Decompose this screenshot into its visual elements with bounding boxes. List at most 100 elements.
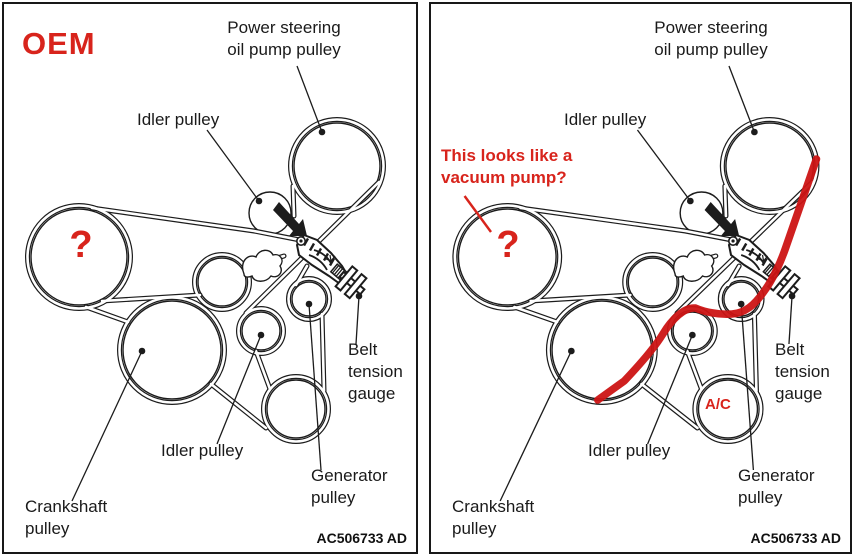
leader-dot bbox=[355, 292, 363, 300]
belt-span bbox=[320, 312, 326, 393]
belt-span bbox=[90, 206, 302, 242]
generator-pulley bbox=[291, 281, 327, 317]
unknown-pulley-question-mark: ? bbox=[496, 224, 520, 266]
belt-wrap bbox=[26, 204, 132, 310]
pointer-arrow-icon bbox=[273, 202, 307, 236]
annotated-diagram-panel: Power steering oil pump pulley Idler pul… bbox=[429, 2, 852, 554]
belt-wrap bbox=[693, 375, 763, 443]
bolt-sparkle bbox=[330, 255, 336, 262]
belt-wrap bbox=[193, 253, 251, 311]
vacuum-pump-pulley bbox=[457, 208, 557, 306]
label-pointer-lines bbox=[71, 65, 363, 502]
ac-compressor-pulley bbox=[266, 379, 326, 439]
idler-top-label: Idler pulley bbox=[564, 110, 647, 129]
highlighted-belt-path bbox=[593, 155, 821, 404]
leader-line bbox=[647, 334, 693, 445]
leader-line bbox=[788, 295, 793, 345]
belt-span bbox=[519, 206, 734, 242]
oem-diagram-panel: OEM Power steering oil pump pulley Idler… bbox=[2, 2, 418, 554]
bolt-sparkle bbox=[329, 254, 332, 262]
generator-label: Generator pulley bbox=[738, 466, 815, 508]
leader-dot bbox=[751, 128, 758, 136]
thread-line bbox=[764, 265, 772, 274]
bolt-sparkle bbox=[761, 254, 765, 262]
pointer-arrow-icon bbox=[704, 202, 740, 236]
unknown-pulley-question-mark: ? bbox=[69, 224, 93, 266]
leader-dot bbox=[567, 347, 575, 355]
bracket-serration bbox=[741, 242, 748, 252]
belt-wrap bbox=[289, 118, 385, 214]
leader-dot bbox=[305, 300, 313, 308]
belt-diagram-annotated bbox=[452, 65, 821, 502]
bracket-slot bbox=[740, 254, 761, 271]
belt-span bbox=[294, 264, 309, 287]
leader-line bbox=[216, 334, 262, 445]
idler-top-label: Idler pulley bbox=[137, 110, 220, 129]
idler-bottom-label: Idler pulley bbox=[588, 441, 671, 460]
leader-dot bbox=[686, 197, 694, 205]
bracket-slot bbox=[746, 249, 765, 264]
vacuum-note-pointer-line bbox=[463, 195, 492, 233]
crankshaft-pulley bbox=[551, 300, 653, 400]
belt-wrap bbox=[623, 253, 682, 311]
leader-line bbox=[740, 303, 755, 471]
belt-span bbox=[529, 293, 632, 303]
belt-tension-gauge-label: Belt tension gauge bbox=[775, 340, 830, 404]
leader-dot bbox=[737, 300, 745, 308]
belt-span bbox=[291, 184, 296, 218]
crankshaft-label: Crankshaft pulley bbox=[25, 497, 108, 539]
thread-line bbox=[333, 266, 342, 276]
belt-span bbox=[209, 382, 268, 430]
bracket-serration bbox=[761, 257, 768, 267]
unlabeled-pulley bbox=[197, 257, 247, 307]
leader-dot bbox=[138, 347, 146, 355]
belt-wrap bbox=[453, 204, 561, 310]
belt-wrap bbox=[237, 307, 285, 355]
bracket-slot bbox=[308, 254, 328, 271]
leader-line bbox=[296, 65, 323, 133]
thread-line bbox=[331, 265, 340, 274]
unlabeled-pulley bbox=[627, 257, 678, 307]
generator-label: Generator pulley bbox=[311, 466, 388, 508]
belt-span bbox=[753, 312, 758, 393]
adjusting-bolt-center bbox=[299, 239, 303, 243]
pulleys bbox=[30, 122, 381, 439]
crankshaft-label: Crankshaft pulley bbox=[452, 497, 535, 539]
gauge-crossbar bbox=[334, 264, 359, 292]
thread-line bbox=[335, 268, 344, 277]
idler-pulley-bottom bbox=[672, 311, 713, 351]
leader-line bbox=[499, 350, 572, 502]
vacuum-pump-pulley bbox=[30, 208, 128, 306]
serpentine-belt bbox=[25, 117, 386, 444]
gauge-crossbar bbox=[776, 272, 802, 300]
belt-span bbox=[84, 305, 130, 324]
belt-span bbox=[685, 349, 703, 391]
leader-dot bbox=[255, 197, 263, 205]
power-steering-pulley bbox=[293, 122, 381, 210]
leader-line bbox=[206, 129, 260, 202]
idler-pulley-bottom bbox=[241, 311, 281, 351]
label-pointer-lines bbox=[499, 65, 796, 502]
belt-diagram-oem bbox=[25, 65, 386, 502]
pulleys bbox=[457, 122, 815, 439]
ac-compressor-pulley bbox=[697, 379, 759, 439]
idler-bottom-label: Idler pulley bbox=[161, 441, 244, 460]
oem-badge: OEM bbox=[22, 26, 96, 61]
leader-line bbox=[308, 303, 322, 471]
leader-dot bbox=[689, 331, 696, 339]
ac-pulley-label: A/C bbox=[705, 396, 731, 413]
power-steering-label: Power steering oil pump pulley bbox=[654, 18, 768, 60]
belt-tension-gauge bbox=[329, 263, 368, 300]
bolt-sparkle bbox=[325, 258, 332, 262]
belt-diagram bbox=[25, 65, 386, 502]
leader-dot bbox=[257, 331, 265, 339]
leader-line bbox=[728, 65, 756, 133]
part-code: AC506733 AD bbox=[750, 529, 841, 546]
belt-span bbox=[513, 305, 559, 324]
belt-span bbox=[726, 264, 741, 287]
belt-tension-gauge-label: Belt tension gauge bbox=[348, 340, 403, 404]
bracket-slot bbox=[313, 249, 332, 264]
crankshaft-pulley bbox=[122, 300, 222, 400]
leader-line bbox=[636, 129, 691, 202]
